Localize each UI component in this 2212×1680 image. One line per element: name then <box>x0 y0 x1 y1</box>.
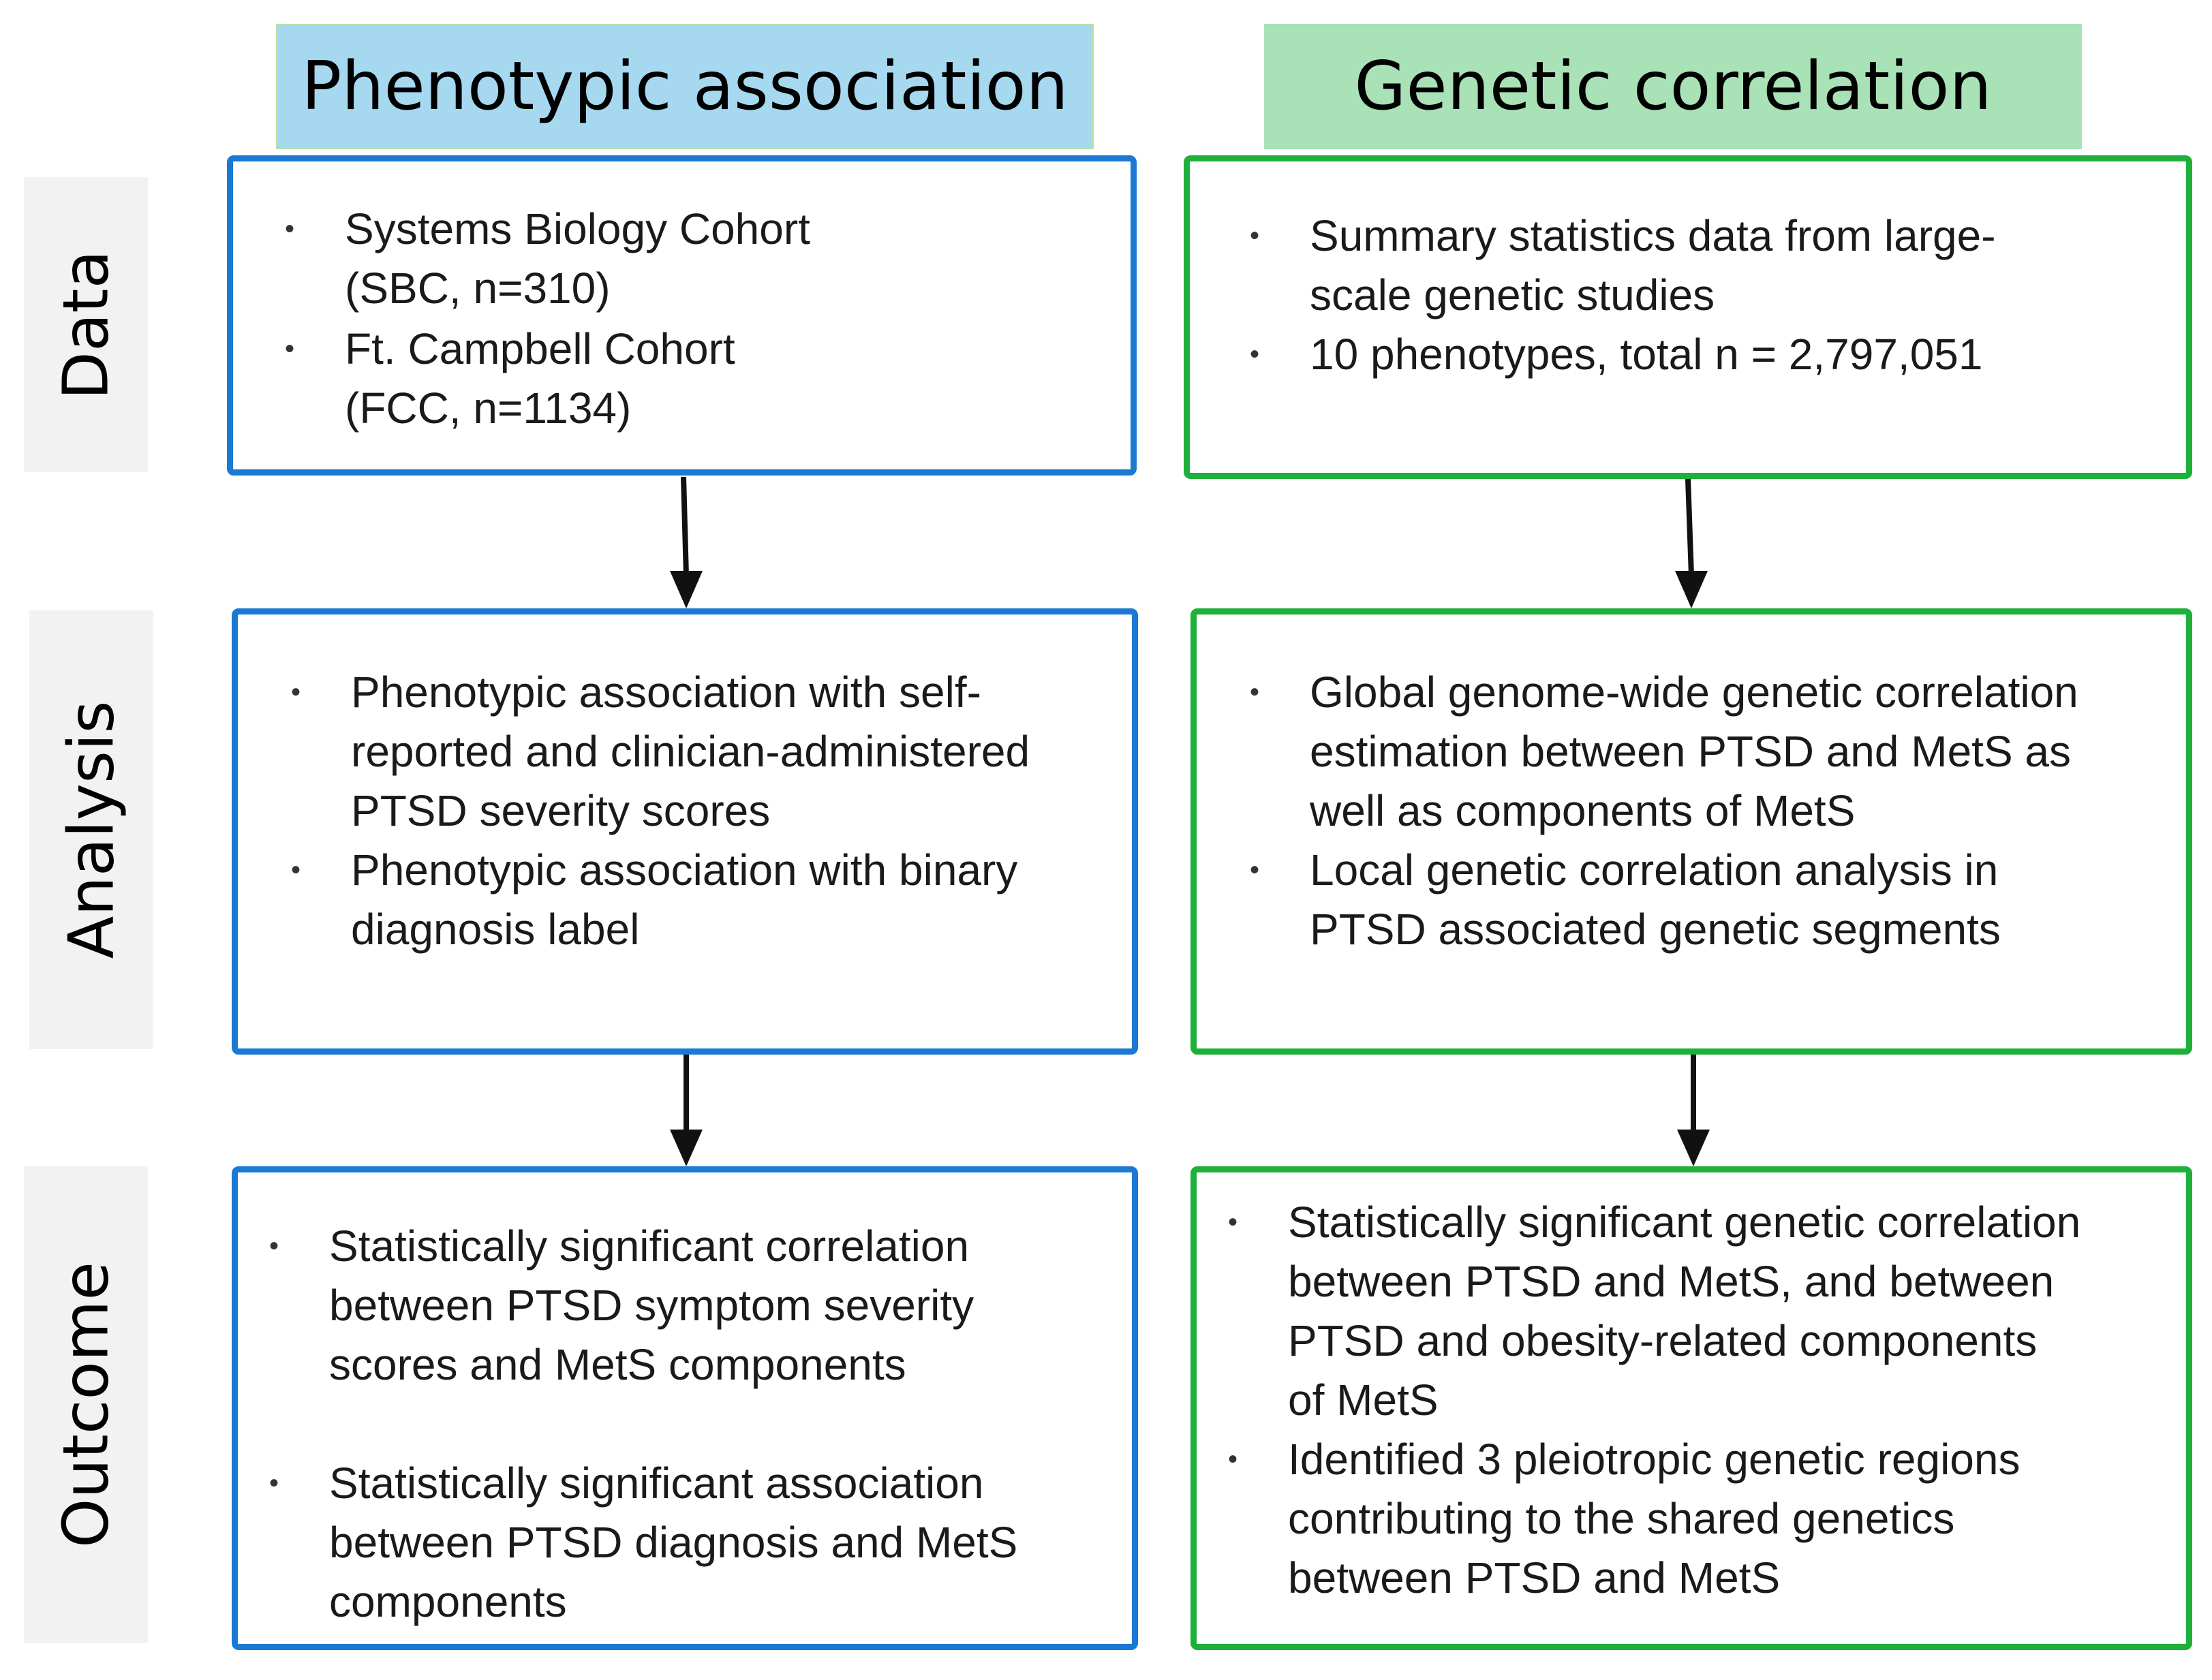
header-phenotypic-association: Phenotypic association <box>276 24 1094 149</box>
header-label: Genetic correlation <box>1354 48 1992 125</box>
arrow-left-analysis-to-outcome <box>670 1055 703 1166</box>
bullet-icon: • <box>1250 677 1260 707</box>
list-item: •Statistically significant genetic corre… <box>1228 1193 2186 1430</box>
bullet-icon: • <box>1228 1207 1238 1237</box>
list-item: •Ft. Campbell Cohort (FCC, n=1134) <box>285 320 1131 438</box>
box-left-outcome: •Statistically significant correlation b… <box>232 1166 1138 1650</box>
box-right-data: •Summary statistics data from large- sca… <box>1184 155 2192 479</box>
bullet-icon: • <box>1250 221 1260 251</box>
bullet-icon: • <box>1250 339 1260 369</box>
list-item: •Global genome-wide genetic correlation … <box>1250 663 2186 841</box>
bullet-list: •Statistically significant correlation b… <box>269 1217 1132 1632</box>
list-item: •Systems Biology Cohort (SBC, n=310) <box>285 200 1131 318</box>
arrowhead-icon <box>670 1130 703 1166</box>
list-item: •Phenotypic association with binary diag… <box>291 841 1132 959</box>
bullet-icon: • <box>285 214 295 244</box>
bullet-icon: • <box>269 1468 279 1498</box>
list-item: •Statistically significant correlation b… <box>269 1217 1132 1395</box>
bullet-list: •Summary statistics data from large- sca… <box>1250 206 2186 384</box>
bullet-icon: • <box>1228 1444 1238 1474</box>
bullet-icon: • <box>291 677 301 707</box>
bullet-icon: • <box>291 855 301 885</box>
bullet-list: •Phenotypic association with self- repor… <box>291 663 1132 959</box>
header-label: Phenotypic association <box>301 48 1069 125</box>
bullet-list: •Statistically significant genetic corre… <box>1228 1193 2186 1608</box>
list-item: •Identified 3 pleiotropic genetic region… <box>1228 1430 2186 1608</box>
row-label-data: Data <box>24 177 148 472</box>
arrow-right-analysis-to-outcome <box>1677 1055 1710 1166</box>
arrow-right-data-to-analysis <box>1675 478 1708 608</box>
arrowhead-icon <box>1677 1130 1710 1166</box>
bullet-list: •Systems Biology Cohort (SBC, n=310) •Ft… <box>285 200 1131 438</box>
row-label-analysis: Analysis <box>29 610 153 1049</box>
bullet-list: •Global genome-wide genetic correlation … <box>1250 663 2186 959</box>
list-item: •Summary statistics data from large- sca… <box>1250 206 2186 325</box>
bullet-icon: • <box>1250 855 1260 885</box>
list-item: •Local genetic correlation analysis in P… <box>1250 841 2186 959</box>
list-item: •Phenotypic association with self- repor… <box>291 663 1132 841</box>
list-item: •10 phenotypes, total n = 2,797,051 <box>1250 325 2186 384</box>
bullet-icon: • <box>269 1231 279 1261</box>
list-item: •Statistically significant association b… <box>269 1454 1132 1632</box>
bullet-icon: • <box>285 334 295 364</box>
arrowhead-icon <box>1675 571 1708 608</box>
box-left-analysis: •Phenotypic association with self- repor… <box>232 608 1138 1055</box>
row-label-outcome: Outcome <box>24 1166 148 1643</box>
header-genetic-correlation: Genetic correlation <box>1264 24 2082 149</box>
arrow-left-data-to-analysis <box>670 476 703 608</box>
box-right-outcome: •Statistically significant genetic corre… <box>1191 1166 2192 1650</box>
box-right-analysis: •Global genome-wide genetic correlation … <box>1191 608 2192 1055</box>
arrowhead-icon <box>670 571 703 608</box>
box-left-data: •Systems Biology Cohort (SBC, n=310) •Ft… <box>227 155 1137 476</box>
